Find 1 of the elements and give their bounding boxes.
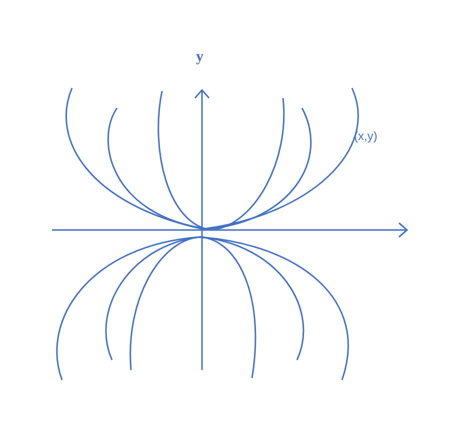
axis-label: y (196, 49, 204, 66)
